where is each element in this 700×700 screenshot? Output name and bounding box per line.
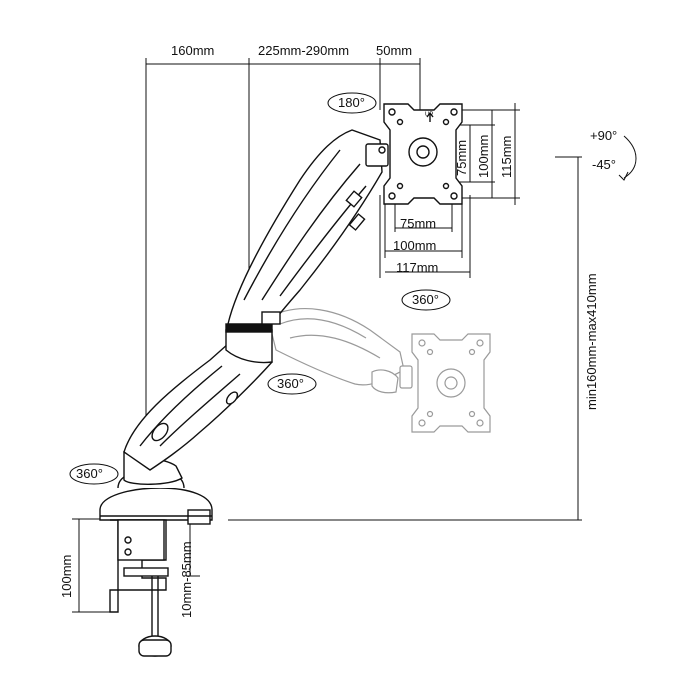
- plate-up-mark: UP: [425, 112, 434, 118]
- dim-clamp-height: 100mm: [59, 554, 74, 598]
- rotation-head-label: 180°: [338, 95, 365, 110]
- arm-alternate-position: [267, 308, 491, 433]
- dim-arm-inner: 160mm: [171, 43, 215, 58]
- swivel-mid-label: 360°: [277, 376, 304, 391]
- swivel-base-label: 360°: [76, 466, 103, 481]
- dim-vesa-h3: 117mm: [396, 260, 439, 275]
- dim-arm-extension: 225mm-290mm: [258, 43, 350, 58]
- dim-vesa-h2: 100mm: [393, 238, 437, 253]
- dimension-lines: [72, 58, 582, 613]
- dim-vesa-v1: 75mm: [454, 139, 469, 176]
- tilt-up-label: +90°: [590, 128, 618, 143]
- tilt-down-label: -45°: [592, 157, 616, 172]
- dim-vesa-v2: 100mm: [476, 134, 491, 178]
- swivel-upper-label: 360°: [412, 292, 439, 307]
- dim-vesa-h1: 75mm: [400, 216, 437, 231]
- rotation-arrows: [69, 92, 637, 485]
- dim-height-range: min160mm-max410mm: [584, 273, 599, 410]
- dim-desk-thickness: 10mm-85mm: [179, 541, 194, 618]
- arm-main: [99, 103, 463, 657]
- dim-vesa-v3: 115mm: [499, 135, 514, 178]
- dim-head-offset: 50mm: [376, 43, 413, 58]
